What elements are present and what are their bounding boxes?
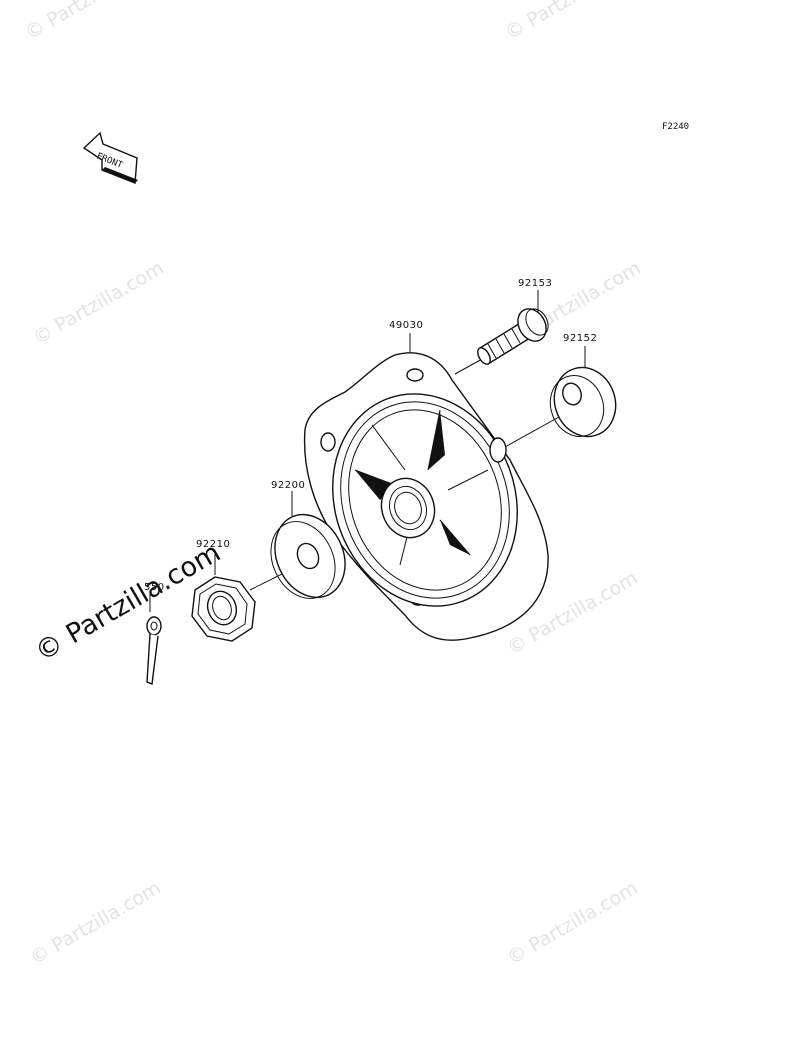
part-number-49030: 49030 [389, 320, 423, 331]
front-arrow-icon: FRONT [82, 131, 138, 184]
part-number-550: 550 [144, 582, 165, 593]
washer [270, 513, 346, 599]
oil-seal [549, 366, 617, 438]
part-number-92153: 92153 [518, 278, 552, 289]
reference-code: F2240 [662, 122, 689, 132]
watermark-mid-left: © Partzilla.com [30, 257, 168, 349]
part-number-92200: 92200 [271, 480, 305, 491]
part-number-92152: 92152 [563, 333, 597, 344]
hub-bolt-hole [406, 368, 424, 382]
hub-bolt [477, 308, 549, 365]
watermark-bottom-left: © Partzilla.com [27, 877, 165, 969]
cotter-pin [146, 616, 162, 685]
castle-nut [191, 576, 256, 642]
watermark-top-right: © Partzilla.com [502, 0, 640, 44]
watermark-bottom-right: © Partzilla.com [504, 877, 642, 969]
hub-bolt-hole [320, 432, 336, 452]
part-number-92210: 92210 [196, 539, 230, 550]
watermark-top-left: © Partzilla.com [22, 0, 160, 44]
wheel-hub [303, 352, 549, 641]
